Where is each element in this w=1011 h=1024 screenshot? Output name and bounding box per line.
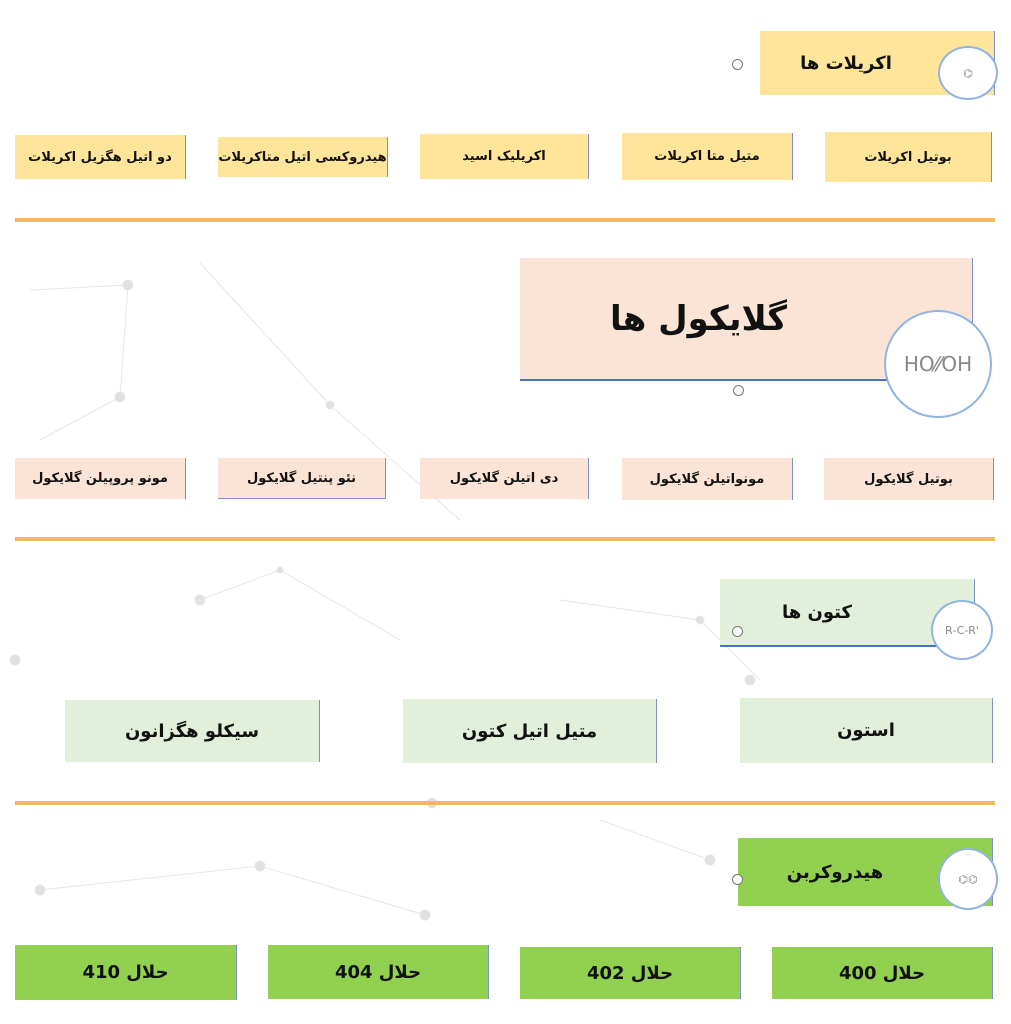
divider — [15, 537, 995, 541]
radio-dot[interactable] — [732, 874, 743, 885]
category-title: گلایکول ها — [609, 298, 788, 339]
item-hema[interactable]: هیدروکسی اتیل متاکریلات — [218, 137, 388, 177]
item-npg[interactable]: نئو پنتیل گلایکول — [218, 458, 386, 499]
item-label: متیل اتیل کتون — [461, 720, 598, 742]
item-2eha[interactable]: دو اتیل هگزیل اکریلات — [15, 135, 186, 179]
item-solvent-404[interactable]: حلال 404 — [268, 945, 489, 999]
item-label: حلال 402 — [586, 962, 674, 984]
item-label: هیدروکسی اتیل متاکریلات — [218, 149, 387, 165]
category-title: کتون ها — [782, 601, 852, 623]
divider — [15, 218, 995, 222]
item-label: حلال 410 — [82, 962, 169, 983]
item-label: حلال 400 — [838, 962, 926, 984]
item-butyl-glycol[interactable]: بوتیل گلایکول — [824, 458, 994, 500]
divider — [15, 801, 995, 805]
radio-dot[interactable] — [732, 59, 743, 70]
item-mpg[interactable]: مونو پروپیلن گلایکول — [15, 458, 186, 499]
item-solvent-410[interactable]: حلال 410 — [15, 945, 237, 1000]
hydrocarbon-molecule-icon: ⌬⌬ — [938, 848, 998, 910]
item-label: استون — [837, 720, 895, 741]
item-label: بوتیل اکریلات — [864, 149, 952, 165]
item-mma[interactable]: متیل متا اکریلات — [622, 133, 793, 180]
item-label: بوتیل گلایکول — [864, 471, 953, 487]
category-title: اکریلات ها — [800, 52, 892, 74]
item-label: حلال 404 — [334, 961, 422, 983]
item-label: متیل متا اکریلات — [654, 149, 760, 164]
item-label: مونو پروپیلن گلایکول — [32, 471, 168, 486]
item-meg[interactable]: مونواتیلن گلایکول — [622, 458, 793, 500]
item-deg[interactable]: دی اتیلن گلایکول — [420, 458, 589, 499]
item-label: دو اتیل هگزیل اکریلات — [28, 149, 172, 165]
item-solvent-402[interactable]: حلال 402 — [520, 947, 741, 999]
item-solvent-400[interactable]: حلال 400 — [772, 947, 993, 999]
radio-dot[interactable] — [733, 385, 744, 396]
acrylate-molecule-icon: ⌬ — [938, 46, 998, 100]
item-label: اکریلیک اسید — [462, 149, 546, 164]
item-cyclohexanone[interactable]: سیکلو هگزانون — [65, 700, 320, 762]
ketone-molecule-icon: R‑C‑R' — [931, 600, 993, 660]
radio-dot[interactable] — [732, 626, 743, 637]
item-label: مونواتیلن گلایکول — [649, 471, 765, 487]
item-mek[interactable]: متیل اتیل کتون — [403, 699, 657, 763]
item-label: سیکلو هگزانون — [124, 720, 260, 742]
item-label: دی اتیلن گلایکول — [449, 471, 559, 486]
item-acrylic-acid[interactable]: اکریلیک اسید — [420, 134, 589, 179]
item-label: نئو پنتیل گلایکول — [246, 470, 357, 486]
item-acetone[interactable]: استون — [740, 698, 993, 763]
category-title: هیدروکربن — [786, 861, 884, 883]
glycol-molecule-icon: HO⁄⁄OH — [884, 310, 992, 418]
item-butyl-acrylate[interactable]: بوتیل اکریلات — [825, 132, 992, 182]
